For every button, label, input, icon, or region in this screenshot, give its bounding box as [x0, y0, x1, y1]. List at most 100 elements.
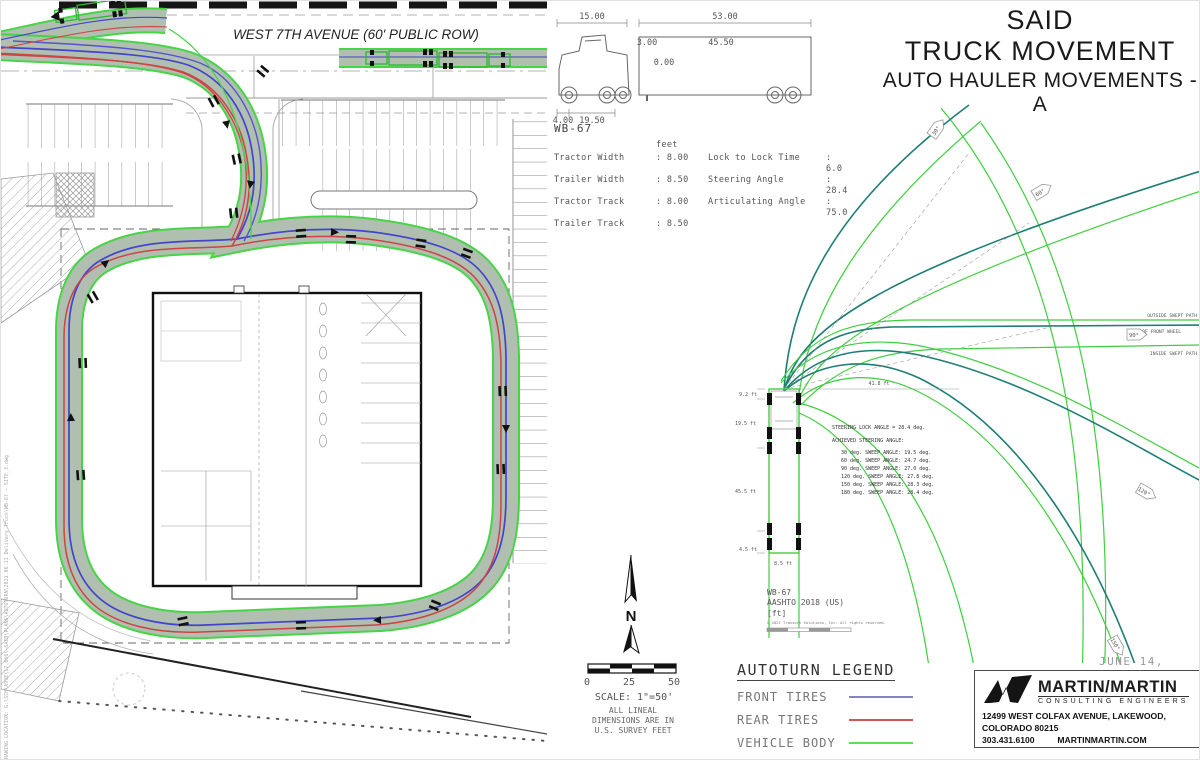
spec-value: : 6.0 [826, 153, 843, 174]
dim-trailer-wheelbase: 45.50 [708, 38, 734, 48]
north-label: N [626, 608, 637, 625]
firm-title-block: MARTIN/MARTIN CONSULTING ENGINEERS 12499… [974, 670, 1199, 748]
tire-path-lines [1, 16, 547, 634]
template-dim-width: 8.5 ft [774, 561, 792, 567]
spec-label: Lock to Lock Time [708, 153, 801, 163]
north-arrow: N [623, 554, 640, 655]
martinmartin-logo-m-icon [984, 675, 1032, 703]
truck-outline-exiting [50, 1, 128, 24]
sweep-line: 120 deg. SWEEP ANGLE: 27.8 deg. [841, 474, 934, 480]
achieved-steering-header: ACHIEVED STEERING ANGLE: [832, 438, 904, 444]
dim-tractor-length: 15.00 [579, 12, 605, 22]
firm-name: MARTIN/MARTIN [1038, 678, 1178, 696]
rear-tires-swatch [849, 719, 913, 721]
spec-value: : 8.00 [656, 153, 689, 163]
spec-label: Trailer Width [554, 175, 625, 185]
spec-value: : 75.0 [826, 197, 848, 218]
vehicle-body-swatch [849, 742, 913, 744]
autoturn-template-diagram: 41.8 ft 9.2 ft 19.5 ft 45.5 [735, 104, 1199, 663]
template-footer: WB-67 AASHTO 2018 (US) [ft] © 2021 Trans… [766, 588, 886, 632]
vehicle-name-label: WB-67 [554, 122, 593, 135]
firm-website: MARTINMARTIN.COM [1057, 735, 1147, 745]
legend-label: FRONT TIRES [737, 690, 828, 704]
steering-lock-label: STEERING LOCK ANGLE = 28.4 deg. [832, 425, 925, 431]
steering-angle-table: STEERING LOCK ANGLE = 28.4 deg. ACHIEVED… [832, 425, 934, 496]
street-label: WEST 7TH AVENUE (60' PUBLIC ROW) [233, 27, 479, 42]
legend-title: AUTOTURN LEGEND [737, 661, 895, 681]
spec-label: Articulating Angle [708, 197, 806, 207]
drawing-title: TRUCK MOVEMENT [904, 36, 1176, 66]
ray-label-90: 90° [1129, 333, 1139, 339]
spec-label: Steering Angle [708, 175, 784, 185]
dim-front-overhang: 4.00 [553, 116, 573, 123]
spec-label: Tractor Width [554, 153, 625, 163]
ray-label-150: 150° [1109, 637, 1121, 651]
scale-tick-25: 25 [622, 677, 636, 688]
vehicle-elevation-diagram: 15.00 53.00 3.00 45.50 0.00 4.00 19.50 [553, 12, 812, 123]
drawing-location-note: DRAWING LOCATION: G:\SCH\A99E\17.066\—SA… [4, 454, 10, 760]
sweep-line: 90 deg. SWEEP ANGLE: 27.0 deg. [841, 466, 931, 472]
radial-dimension-lines [783, 152, 1060, 390]
front-tires-path [1, 46, 507, 627]
building-footprint [151, 285, 423, 600]
sweep-line: 150 deg. SWEEP ANGLE: 28.3 deg. [841, 482, 934, 488]
project-title: SAID [1006, 5, 1074, 35]
ray-label-30: 30° [931, 125, 942, 137]
spec-value: : 8.00 [656, 197, 689, 207]
firm-address: 12499 WEST COLFAX AVENUE, LAKEWOOD, COLO… [982, 711, 1166, 733]
sweep-line: 180 deg. SWEEP ANGLE: 28.4 deg. [841, 490, 934, 496]
firm-phone: 303.431.6100 [982, 735, 1035, 745]
car-symbols [319, 302, 327, 448]
rear-tires-path [1, 53, 502, 634]
sheet-title: AUTO HAULER MOVEMENTS - A [882, 69, 1198, 116]
building-interior-lines [160, 293, 421, 586]
scale-note-line: DIMENSIONS ARE IN [592, 716, 674, 725]
turn-rays [768, 104, 1199, 663]
outside-swept-path-label: OUTSIDE SWEPT PATH [1147, 313, 1197, 319]
swept-path-labels: OUTSIDE SWEPT PATH PATH OF FRONT WHEEL I… [1128, 313, 1197, 357]
spec-label: Trailer Track [554, 219, 625, 229]
truck-outline-avenue-2 [438, 51, 511, 69]
sweep-line: 30 deg. SWEEP ANGLE: 19.5 deg. [841, 450, 931, 456]
legend-item-rear-tires: REAR TIRES [737, 713, 917, 727]
ray-label-60: 60° [1035, 188, 1047, 198]
site-plan-drawing: WEST 7TH AVENUE (60' PUBLIC ROW) [1, 1, 547, 742]
spec-value: : 8.50 [656, 219, 689, 229]
radius-label: 41.8 ft [868, 381, 889, 387]
ray-label-120: 120° [1136, 487, 1150, 499]
vehicle-body-arcs [798, 107, 1107, 663]
spec-label: Tractor Track [554, 197, 625, 207]
scale-notes: ALL LINEAL DIMENSIONS ARE IN U.S. SURVEY… [567, 706, 699, 736]
template-dim-tractor-wb: 19.5 ft [735, 421, 756, 427]
scale-note-line: U.S. SURVEY FEET [594, 726, 672, 735]
autoturn-legend: AUTOTURN LEGEND FRONT TIRES REAR TIRES V… [737, 660, 917, 750]
scale-tick-0: 0 [584, 677, 591, 688]
truck-outline-avenue-1 [365, 49, 438, 67]
legend-item-front-tires: FRONT TIRES [737, 690, 917, 704]
diagonal-lines [52, 638, 547, 742]
template-units: [ft] [767, 609, 786, 618]
front-tires-swatch [849, 696, 913, 698]
vehicle-spec-table: feet Tractor Width : 8.00 Lock to Lock T… [554, 140, 847, 230]
legend-label: REAR TIRES [737, 713, 820, 727]
template-dim-rear: 4.5 ft [739, 547, 757, 553]
template-standard: AASHTO 2018 (US) [767, 598, 844, 607]
template-dim-trailer-wb: 45.5 ft [735, 489, 756, 495]
spec-value: : 8.50 [656, 175, 689, 185]
title-block: SAID TRUCK MOVEMENT AUTO HAULER MOVEMENT… [879, 5, 1199, 117]
sweep-line: 60 deg. SWEEP ANGLE: 24.7 deg. [841, 458, 931, 464]
scale-bar [587, 663, 677, 674]
scale-note-line: ALL LINEAL [608, 706, 658, 715]
dim-kingpin: 0.00 [654, 58, 674, 68]
sweep-angle-arrows: 30° 60° 90° 120° 150° [926, 119, 1157, 656]
tire-marks [76, 64, 508, 630]
scale-label: SCALE: 1"=50' [594, 692, 674, 703]
legend-label: VEHICLE BODY [737, 736, 836, 750]
front-wheel-path-label: PATH OF FRONT WHEEL [1128, 329, 1181, 335]
template-truck: 9.2 ft 19.5 ft 45.5 ft 4.5 ft 8.5 ft [735, 388, 801, 567]
template-dim-front: 9.2 ft [739, 392, 757, 398]
truck-tires [50, 1, 123, 24]
inside-swept-path-label: INSIDE SWEPT PATH [1150, 351, 1197, 357]
template-truck-tires [767, 393, 801, 550]
